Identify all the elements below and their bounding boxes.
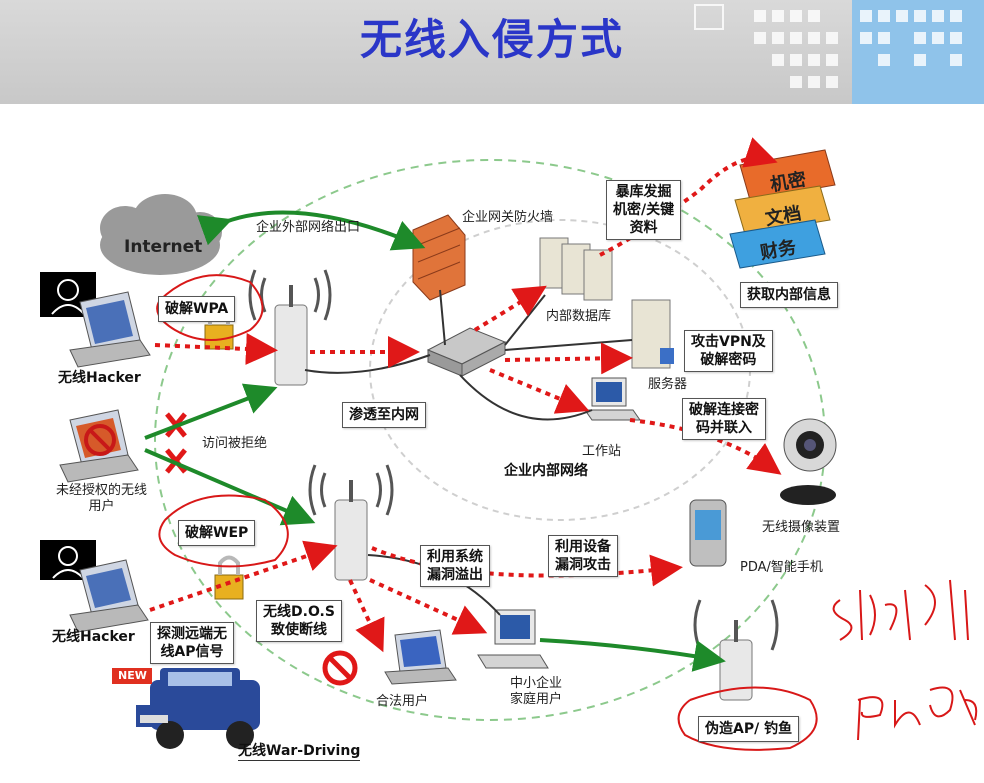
detect-ap-box: 探测远端无 线AP信号 xyxy=(150,622,234,664)
document-stack-icon xyxy=(729,149,836,269)
enterprise-network-label: 企业内部网络 xyxy=(504,463,588,479)
slide-title: 无线入侵方式 xyxy=(359,15,624,64)
get-info-box: 获取内部信息 xyxy=(740,282,838,308)
server-label: 服务器 xyxy=(648,377,688,392)
workstation-icon xyxy=(584,377,641,421)
firewall-label: 企业网关防火墙 xyxy=(462,210,554,225)
slide-header: 无线入侵方式 xyxy=(0,0,984,104)
pda-phone-icon xyxy=(689,499,727,567)
legit-user-label: 合法用户 xyxy=(376,694,429,709)
vpn-attack-box: 攻击VPN及 破解密码 xyxy=(684,330,773,372)
crack-wep-box: 破解WEP xyxy=(178,520,256,546)
dos-box: 无线D.O.S 致使断线 xyxy=(256,600,342,642)
system-overflow-box: 利用系统 漏洞溢出 xyxy=(420,545,490,587)
wireless-ap-icon xyxy=(308,464,394,581)
prohibited-icon xyxy=(322,650,358,686)
workstation-label: 工作站 xyxy=(582,444,622,459)
pda-label: PDA/智能手机 xyxy=(740,560,823,575)
war-driving-label: 无线War-Driving xyxy=(238,740,361,761)
computer-icon xyxy=(477,609,549,669)
crack-wpa-box: 破解WPA xyxy=(158,296,236,322)
sme-user-label: 中小企业 家庭用户 xyxy=(510,676,563,707)
wired-link xyxy=(304,289,633,616)
annotation-circle xyxy=(156,274,818,751)
laptop-icon xyxy=(59,409,139,483)
hacker-label: 无线Hacker xyxy=(52,629,135,645)
server-icon xyxy=(631,299,674,369)
header-decoration xyxy=(684,0,984,104)
handwriting-scribble xyxy=(832,579,978,741)
new-badge xyxy=(112,668,152,684)
wireless-ap-icon xyxy=(693,599,779,701)
database-label: 内部数据库 xyxy=(546,309,612,324)
fake-ap-box: 伪造AP/ 钓鱼 xyxy=(698,716,800,742)
wireless-ap-icon xyxy=(248,269,332,386)
internet-label: Internet xyxy=(124,237,203,257)
laptop-icon xyxy=(69,291,151,368)
network-switch-icon xyxy=(426,327,507,377)
database-server-icon xyxy=(539,237,613,301)
laptop-icon xyxy=(384,629,457,685)
wireless-camera-icon xyxy=(780,418,837,505)
unauthorized-user-label: 未经授权的无线 用户 xyxy=(56,483,148,514)
laptop-icon xyxy=(69,559,149,633)
access-denied-label: 访问被拒绝 xyxy=(202,436,268,451)
crack-connection-box: 破解连接密 码并联入 xyxy=(682,398,766,440)
penetrate-box: 渗透至内网 xyxy=(342,402,426,428)
firewall-icon xyxy=(412,214,466,301)
gateway-label: 企业外部网络出口 xyxy=(256,220,361,235)
car-icon xyxy=(136,668,260,749)
hacker-label: 无线Hacker xyxy=(58,370,141,386)
camera-label: 无线摄像装置 xyxy=(762,520,841,535)
green-arrow xyxy=(144,210,726,672)
internet-cloud-icon xyxy=(100,194,222,275)
leak-data-box: 暴库发掘 机密/关键 资料 xyxy=(606,180,682,240)
device-attack-box: 利用设备 漏洞攻击 xyxy=(548,535,618,577)
new-badge-label: NEW xyxy=(118,669,147,682)
